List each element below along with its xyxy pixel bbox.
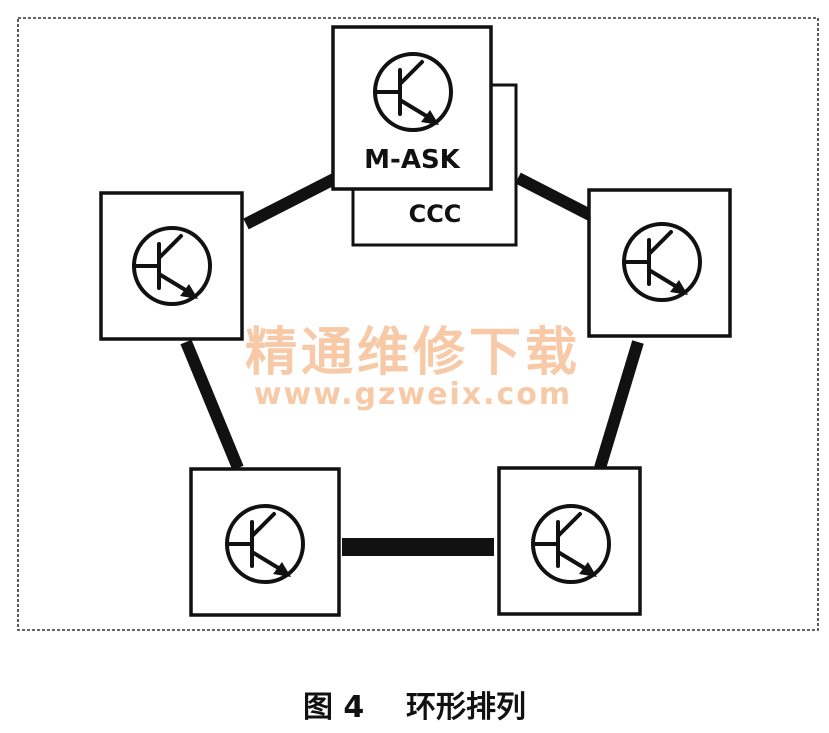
ring-diagram: M-ASK CCC 精通维修下载 www.gzweix.com (17, 17, 819, 631)
node-top-label: M-ASK (364, 145, 461, 175)
node-right (587, 188, 732, 338)
watermark-text: 精通维修下载 (245, 323, 581, 383)
node-top: M-ASK CCC (331, 25, 518, 247)
transistor-icon (225, 504, 305, 584)
transistor-icon (132, 226, 212, 306)
node-bottom-right (497, 466, 642, 616)
figure-caption: 图 4 环形排列 (0, 682, 829, 726)
transistor-icon (622, 222, 702, 302)
watermark-url: www.gzweix.com (254, 377, 572, 412)
node-bottom-left (189, 467, 341, 617)
node-left (99, 191, 244, 341)
link-top-left (243, 172, 339, 230)
diagram-frame (17, 17, 819, 631)
transistor-icon (373, 52, 453, 132)
link-left-bottom (180, 339, 244, 471)
watermark: 精通维修下载 www.gzweix.com (245, 323, 581, 412)
link-right-bottom (594, 340, 644, 470)
link-top-right (515, 172, 595, 222)
caption-number: 图 4 (302, 690, 365, 725)
transistor-icon (531, 504, 611, 584)
node-top-sublabel: CCC (409, 200, 462, 228)
ring-links (180, 172, 644, 556)
caption-title: 环形排列 (406, 690, 527, 725)
